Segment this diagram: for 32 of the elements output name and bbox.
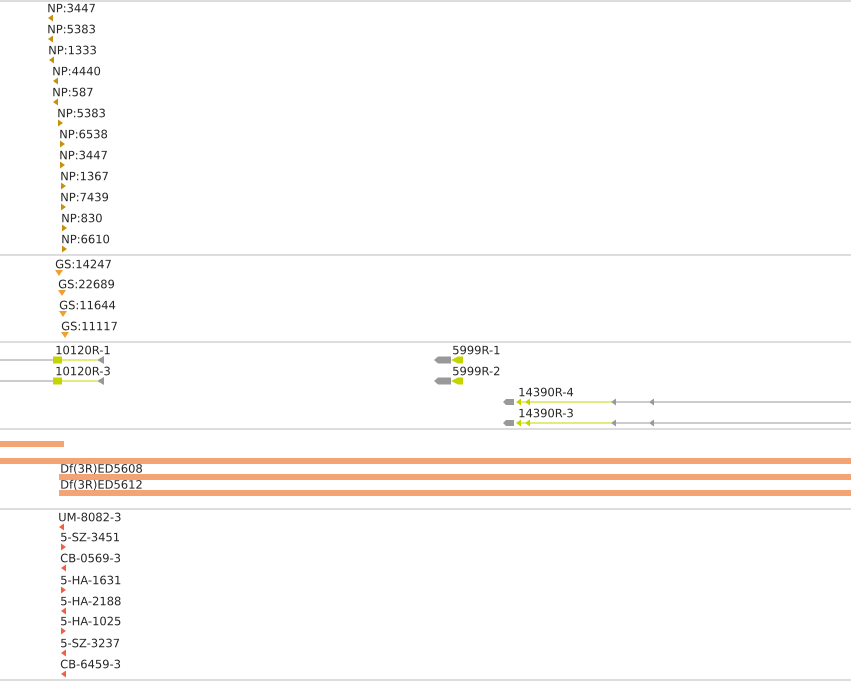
feature-label: GS:11117 [62,322,117,330]
feature-label: CB-6459-3 [60,660,120,668]
feature-label: NP:5383 [48,24,95,34]
feature-label: NP:830 [62,214,102,222]
feature-label: NP:6610 [62,234,110,244]
feature-label: NP:3447 [48,4,95,12]
feature-label: NP:4440 [53,66,100,76]
feature-label: NP:6538 [60,130,108,138]
feature-label: NP:587 [53,88,93,96]
feature-label: NP:1367 [61,172,108,180]
feature-label: Df(3R)ED5608 [61,464,142,474]
feature-label: GS:14247 [56,260,111,268]
feature-label: 10120R-1 [56,346,110,354]
feature-label: 5999R-2 [453,366,500,376]
feature-label: 5-HA-1631 [61,576,120,584]
feature-label: 5999R-1 [453,346,500,354]
feature-label: GS:11644 [60,300,116,310]
feature-label: Df(3R)ED5612 [61,480,142,490]
feature-label: NP:5383 [58,108,105,118]
feature-label: 5-HA-1025 [61,616,120,626]
feature-label: 5-SZ-3237 [61,638,120,648]
feature-label: 14390R-4 [519,388,574,396]
feature-label: CB-0569-3 [60,554,120,562]
feature-label: NP:3447 [60,150,107,160]
feature-label: NP:1333 [49,46,96,54]
feature-label: GS:22689 [58,280,114,288]
feature-label: 10120R-3 [56,366,110,376]
feature-label: 14390R-3 [519,408,573,418]
feature-label: 5-HA-2188 [61,596,121,606]
feature-label: UM-8082-3 [59,512,120,522]
feature-label: NP:7439 [61,192,108,202]
feature-label: 5-SZ-3451 [61,532,119,542]
